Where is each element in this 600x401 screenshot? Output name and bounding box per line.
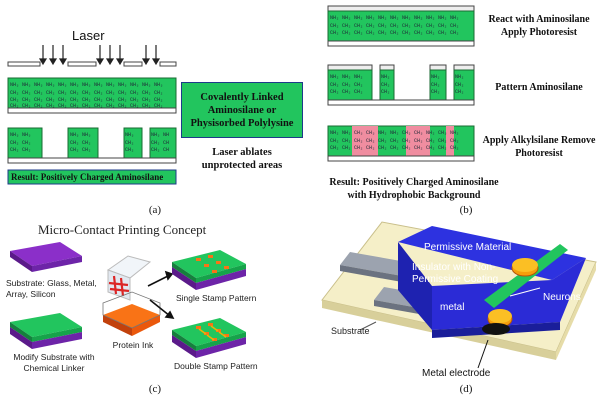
panel-b-step1: React with Aminosilane Apply Photoresist [488,14,590,38]
panel-d-insulator-label: Insulator with Non-Permissive Coating [412,262,499,285]
panel-b-step2: Pattern Aminosilane [495,82,583,93]
panel-c-arrows [147,270,175,320]
panel-a-layer-bottom [7,127,177,159]
panel-d-electrode-label: Metal electrode [422,368,491,379]
svg-text:CH₂ CH₂ CH₂: CH₂ CH₂ CH₂ [330,89,363,95]
panel-b-result: Result: Positively Charged Aminosilane w… [329,177,499,201]
panel-c-modify-label: Modify Substrate with Chemical Linker [13,352,95,373]
svg-text:NH₃ NH₃ NH₃ NH₃ NH₃ NH₃ NH₃ NH: NH₃ NH₃ NH₃ NH₃ NH₃ NH₃ NH₃ NH₃ NH₃ NH₃ … [10,82,163,88]
panel-a-result-label: Result: Positively Charged Aminosilane [11,172,164,182]
svg-text:NH₃ NH₃: NH₃ NH₃ [70,132,91,138]
svg-text:CH₂ CH₂ CH₂ CH₂ CH₂ CH₂ CH₂ CH: CH₂ CH₂ CH₂ CH₂ CH₂ CH₂ CH₂ CH₂ CH₂ CH₂ … [330,30,459,36]
panel-a-chem-labels: NH₃ NH₃ NH₃ NH₃ NH₃ NH₃ NH₃ NH₃ NH₃ NH₃ … [10,82,169,153]
laser-label: Laser [72,28,105,43]
panel-c-substrate-label: Substrate: Glass, Metal, Array, Silicon [6,278,97,299]
panel-a-box-note: Covalently Linked Aminosilane or Physiso… [181,82,303,138]
panel-b-step3: Apply Alkylsilane Remove Photoresist [482,135,596,159]
photomask-segments [7,61,177,67]
svg-text:CH₂: CH₂ [381,82,390,88]
laser-arrows [38,45,161,66]
svg-text:CH₂: CH₂ [125,147,134,153]
panel-b-chem-labels: NH₂ NH₂ NH₂ NH₂ NH₂ NH₂ NH₂ NH₂ NH₂ NH₂ … [330,15,464,151]
svg-text:NH₃ NH₃: NH₃ NH₃ [10,132,31,138]
panel-d-device [321,221,597,369]
svg-text:CH₂ CH₂ CH₂ CH₂ CH₂ CH₂ CH₂ CH: CH₂ CH₂ CH₂ CH₂ CH₂ CH₂ CH₂ CH₂ CH₂ CH₂ … [10,90,163,96]
svg-text:NH₃: NH₃ [125,132,134,138]
panel-d-permissive-label: Permissive Material [424,242,512,253]
svg-text:NH₂ NH₂ CH₃ CH₃ NH₂ NH₂ CH₃ CH: NH₂ NH₂ CH₃ CH₃ NH₂ NH₂ CH₃ CH₃ NH₂ CH₃ … [330,130,459,136]
svg-text:CH₂ CH₂: CH₂ CH₂ [10,147,31,153]
panel-d-substrate-label: Substrate [331,326,370,336]
svg-text:CH₂: CH₂ [431,82,440,88]
svg-text:NH₂ NH₂ NH₂: NH₂ NH₂ NH₂ [330,74,363,80]
svg-text:CH₂ CH₂ CH₂: CH₂ CH₂ CH₂ [330,82,363,88]
svg-text:CH₂ CH₂ CH₂ CH₂ CH₂ CH₂ CH₂ CH: CH₂ CH₂ CH₂ CH₂ CH₂ CH₂ CH₂ CH₂ CH₂ CH₂ … [330,138,459,144]
svg-text:NH₂: NH₂ [381,74,390,80]
panel-b-caption: (b) [459,204,473,216]
svg-text:CH₂ CH₂: CH₂ CH₂ [70,140,91,146]
svg-text:CH₂: CH₂ [125,140,134,146]
svg-text:NH₂: NH₂ [455,74,464,80]
panel-a-layer-top [7,77,177,114]
panel-d-neurons-label: Neurons [543,292,581,303]
panel-a-result-box [7,169,177,185]
panel-c-double-label: Double Stamp Pattern [174,361,258,371]
panel-c-modified-slab [10,313,82,349]
svg-text:CH₂: CH₂ [431,89,440,95]
panel-a-ablate-note: Laser ablates unprotected areas [201,147,283,171]
svg-text:CH₂: CH₂ [455,82,464,88]
svg-text:CH₂ CH₂ CH₂ CH₂ CH₂ CH₂ CH₂ CH: CH₂ CH₂ CH₂ CH₂ CH₂ CH₂ CH₂ CH₂ CH₂ CH₂ … [330,23,459,29]
panel-c-double-slab [172,318,246,358]
svg-text:CH₂ CH₂: CH₂ CH₂ [70,147,91,153]
panel-c-title: Micro-Contact Printing Concept [38,222,207,237]
panel-c-ink-tray [102,291,161,336]
panel-b-layers [327,5,475,162]
panel-c-substrate-slab [10,242,82,272]
svg-text:NH₂: NH₂ [431,74,440,80]
svg-text:CH₂ CH₂: CH₂ CH₂ [10,140,31,146]
panel-a-caption: (a) [148,204,162,216]
panel-d-caption: (d) [459,383,473,395]
panel-c-stamp [106,255,152,301]
svg-text:NH₃ NH: NH₃ NH [151,132,169,138]
panel-d-metal-label: metal [440,302,465,313]
panel-a-substrate [7,157,177,164]
panel-c-ink-label: Protein Ink [112,340,154,350]
svg-text:CH₂ CH: CH₂ CH [151,140,169,146]
svg-text:CH₂: CH₂ [455,89,464,95]
svg-text:CH₂: CH₂ [381,89,390,95]
svg-text:CH₂ CH: CH₂ CH [151,147,169,153]
panel-c-single-label: Single Stamp Pattern [176,293,257,303]
svg-text:CH₂ CH₂ CH₂ CH₂ CH₂ CH₂ CH₂ CH: CH₂ CH₂ CH₂ CH₂ CH₂ CH₂ CH₂ CH₂ CH₂ CH₂ … [10,97,163,103]
svg-text:CH₂ CH₂ CH₂ CH₂ CH₂ CH₂ CH₂ CH: CH₂ CH₂ CH₂ CH₂ CH₂ CH₂ CH₂ CH₂ CH₂ CH₂ … [10,103,163,109]
svg-text:NH₂ NH₂ NH₂ NH₂ NH₂ NH₂ NH₂ NH: NH₂ NH₂ NH₂ NH₂ NH₂ NH₂ NH₂ NH₂ NH₂ NH₂ … [330,15,459,21]
svg-text:CH₂ CH₂ CH₂ CH₂ CH₂ CH₂ CH₂ CH: CH₂ CH₂ CH₂ CH₂ CH₂ CH₂ CH₂ CH₂ CH₂ CH₂ … [330,145,459,151]
panel-c-single-slab [172,250,246,290]
panel-c-caption: (c) [148,383,162,395]
